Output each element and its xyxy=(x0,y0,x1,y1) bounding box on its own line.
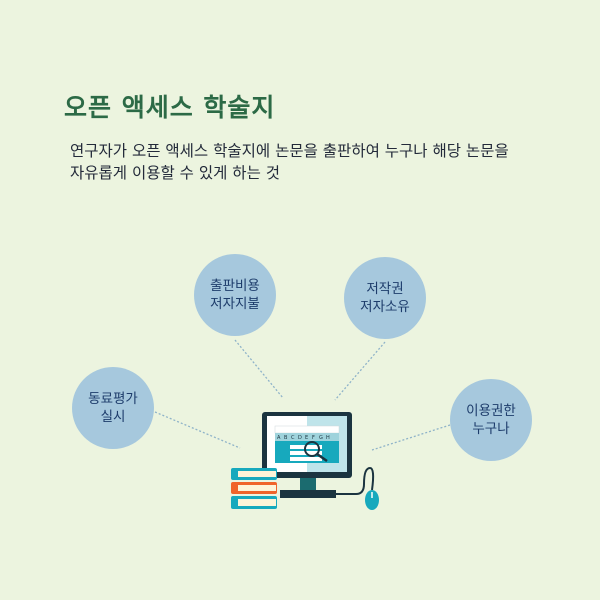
key-label: C xyxy=(291,435,295,441)
books-icon xyxy=(231,468,277,509)
bubble-publication-fee: 출판비용 저자지불 xyxy=(194,254,276,336)
connector-line xyxy=(234,339,284,399)
key-label: F xyxy=(312,435,315,441)
key-label: B xyxy=(284,435,288,441)
key-label: H xyxy=(326,435,330,441)
page-title: 오픈 액세스 학술지 xyxy=(64,93,276,122)
description-line: 자유롭게 이용할 수 있게 하는 것 xyxy=(70,164,281,182)
bubble-label: 이용권한 xyxy=(466,403,516,419)
key-label: A xyxy=(277,435,281,441)
bubble-label: 실시 xyxy=(100,409,126,425)
magnifier-icon xyxy=(304,441,328,463)
key-label: G xyxy=(319,435,323,441)
key-label: D xyxy=(298,435,302,441)
bubble-label: 출판비용 xyxy=(210,278,260,294)
mouse-icon xyxy=(336,466,379,510)
bubble-label: 저자소유 xyxy=(360,299,410,315)
bubble-peer-review: 동료평가 실시 xyxy=(72,367,154,449)
bubble-label: 저작권 xyxy=(366,281,404,297)
key-label: E xyxy=(305,435,308,441)
bubble-copyright: 저작권 저자소유 xyxy=(344,257,426,339)
bubble-label: 동료평가 xyxy=(88,391,138,407)
description: 연구자가 오픈 액세스 학술지에 논문을 출판하여 누구나 해당 논문을 자유롭… xyxy=(70,140,570,184)
bubble-label: 저자지불 xyxy=(210,296,260,312)
bubble-label: 누구나 xyxy=(472,421,510,437)
description-line: 연구자가 오픈 액세스 학술지에 논문을 출판하여 누구나 해당 논문을 xyxy=(70,142,509,160)
bubble-access-rights: 이용권한 누구나 xyxy=(450,379,532,461)
connector-line xyxy=(371,424,451,451)
connector-line xyxy=(334,341,386,401)
connector-line xyxy=(154,411,241,449)
